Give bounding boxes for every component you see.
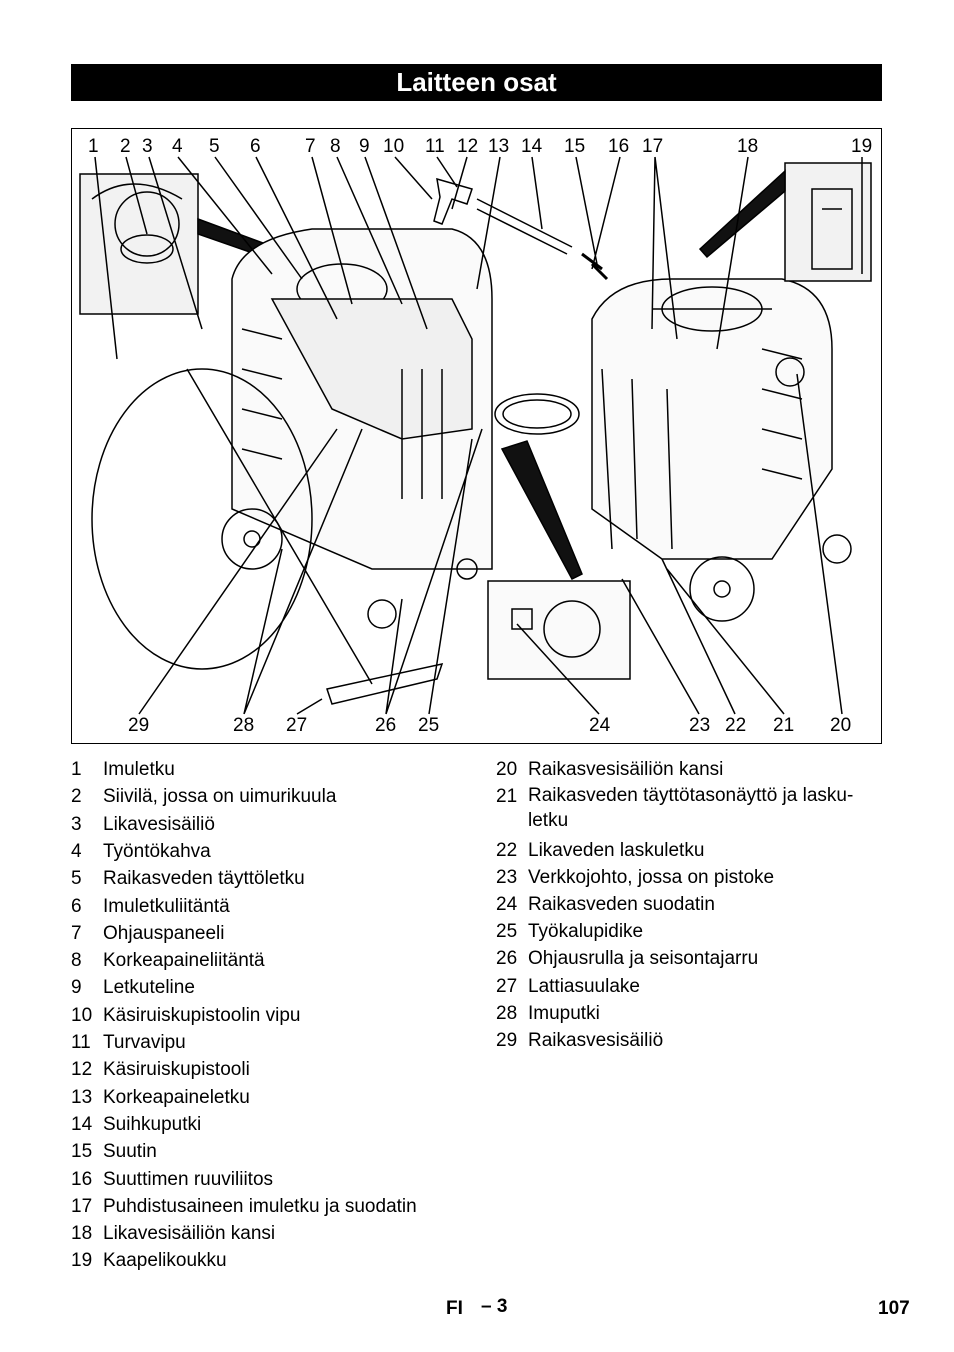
legend-num: 3 [71,814,82,835]
callout-18: 18 [737,136,759,157]
legend-text: Imuletkuliitäntä [103,896,230,917]
legend-text: Raikasveden täyttötasonäyttö ja lasku-le… [528,785,854,831]
legend-num: 14 [71,1114,93,1135]
legend-num: 25 [496,921,518,942]
legend-text: Ohjausrulla ja seisontajarru [528,948,759,969]
machine-illustration: 1 2 3 4 5 6 7 8 9 10 11 12 13 14 15 16 1… [71,128,882,744]
legend-text: Siivilä, jossa on uimurikuula [103,786,337,807]
legend-text: Puhdistusaineen imuletku ja suodatin [103,1196,417,1217]
callout-12: 12 [457,136,479,157]
footer-language: FI [446,1298,463,1319]
legend-num: 23 [496,867,518,888]
callout-28: 28 [233,715,255,736]
legend-text: Verkkojohto, jossa on pistoke [528,867,775,888]
legend-num: 15 [71,1141,93,1162]
legend-num: 22 [496,840,518,861]
legend-text: Korkeapaineliitäntä [103,950,265,971]
callout-14: 14 [521,136,543,157]
legend-num: 29 [496,1030,518,1051]
callout-9: 9 [359,136,370,157]
legend-text: Suuttimen ruuviliitos [103,1169,274,1190]
legend-text: Työntökahva [103,841,211,862]
legend-num: 1 [71,759,82,780]
callout-22: 22 [725,715,747,736]
page-number: 107 [878,1298,910,1319]
callout-17: 17 [642,136,664,157]
legend-num: 20 [496,759,518,780]
legend-text: Raikasveden täyttöletku [103,868,305,889]
legend-num: 21 [496,786,518,807]
callout-2: 2 [120,136,131,157]
legend-num: 17 [71,1196,93,1217]
legend-text: Imuletku [103,759,175,780]
legend-text: Käsiruiskupistoolin vipu [103,1005,301,1026]
legend-num: 12 [71,1059,93,1080]
legend-num: 18 [71,1223,93,1244]
callout-27: 27 [286,715,308,736]
legend-text: Likavesisäiliön kansi [103,1223,276,1244]
legend-text: Työkalupidike [528,921,644,942]
legend-num: 13 [71,1087,93,1108]
legend-num: 26 [496,948,518,969]
legend-text: Letkuteline [103,977,195,998]
legend-num: 19 [71,1250,93,1271]
legend-num: 2 [71,786,82,807]
callout-15: 15 [564,136,586,157]
legend-text: Raikasveden suodatin [528,894,715,915]
callout-1: 1 [88,136,99,157]
parts-legend-left: 1 Imuletku 2 Siivilä, jossa on uimurikuula… [71,756,471,1276]
legend-num: 10 [71,1005,93,1026]
legend-text: Korkeapaineletku [103,1087,250,1108]
callout-29: 29 [128,715,150,736]
legend-num: 7 [71,923,82,944]
legend-text: Likavesisäiliö [103,814,215,835]
legend-num: 8 [71,950,82,971]
callout-20: 20 [830,715,852,736]
footer-section-page: – 3 [481,1296,508,1317]
legend-text: Imuputki [528,1003,600,1024]
legend-num: 6 [71,896,82,917]
page-title: Laitteen osat [71,64,882,101]
legend-num: 5 [71,868,82,889]
callout-24: 24 [589,715,611,736]
callout-6: 6 [250,136,261,157]
callout-4: 4 [172,136,183,157]
callout-8: 8 [330,136,341,157]
legend-num: 24 [496,894,518,915]
callout-7: 7 [305,136,316,157]
legend-num: 16 [71,1169,93,1190]
callout-13: 13 [488,136,510,157]
legend-text: Lattiasuulake [528,976,640,997]
callout-21: 21 [773,715,795,736]
legend-text: Suihkuputki [103,1114,202,1135]
legend-text: Likaveden laskuletku [528,840,705,861]
legend-text: Ohjauspaneeli [103,923,225,944]
callout-25: 25 [418,715,440,736]
legend-num: 27 [496,976,518,997]
legend-text: Suutin [103,1141,157,1162]
callout-10: 10 [383,136,405,157]
legend-num: 28 [496,1003,518,1024]
legend-num: 4 [71,841,82,862]
legend-text: Raikasvesisäiliön kansi [528,759,724,780]
machine-drawing [79,156,872,715]
legend-text: Turvavipu [103,1032,186,1053]
legend-text: Käsiruiskupistooli [103,1059,250,1080]
legend-num: 9 [71,977,82,998]
legend-num: 11 [71,1032,91,1053]
legend-text: Raikasvesisäiliö [528,1030,664,1051]
callout-23: 23 [689,715,711,736]
callout-5: 5 [209,136,220,157]
legend-text: Kaapelikoukku [103,1250,227,1271]
callout-19: 19 [851,136,873,157]
callout-3: 3 [142,136,153,157]
callout-26: 26 [375,715,397,736]
callout-11: 11 [425,136,445,157]
callout-16: 16 [608,136,630,157]
